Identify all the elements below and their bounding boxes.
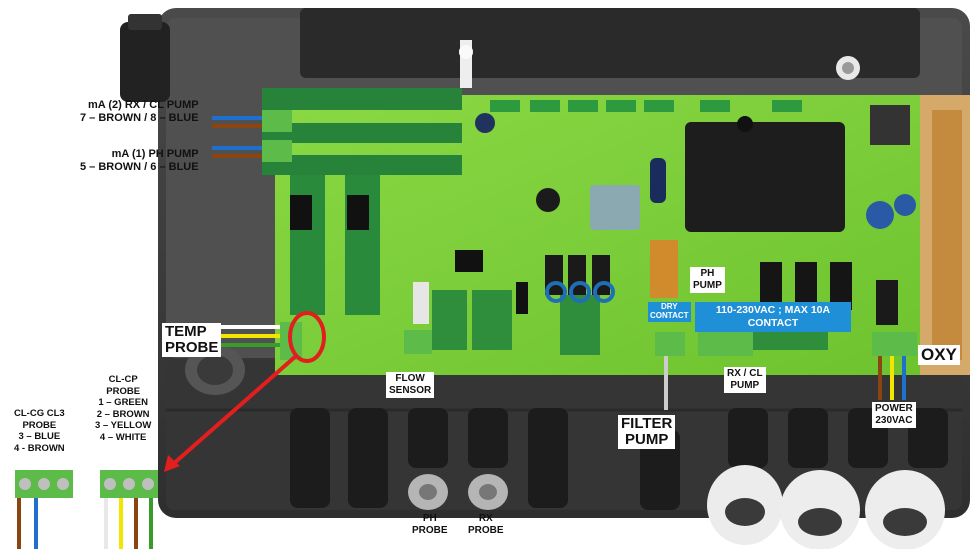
power-label: POWER 230VAC	[872, 402, 916, 429]
wires	[207, 116, 906, 410]
top-cable-gland	[120, 14, 170, 102]
rx-probe-label: RX PROBE	[468, 513, 504, 537]
probe-connectors	[15, 470, 158, 549]
ma2-label: mA (2) RX / CL PUMP 7 – BROWN / 8 – BLUE	[80, 99, 199, 125]
clcp-probe-label: CL-CP PROBE 1 – GREEN 2 – BROWN 3 – YELL…	[95, 374, 152, 443]
top-bracket	[300, 8, 920, 88]
temp-probe-callout	[164, 311, 326, 472]
ph-probe-label: PH PROBE	[412, 513, 448, 537]
ma1-label: mA (1) PH PUMP 5 – BROWN / 6 – BLUE	[80, 148, 199, 174]
flow-sensor-label: FLOW SENSOR	[386, 372, 435, 399]
rx-cl-pump-label: RX / CL PUMP	[724, 367, 766, 394]
temp-probe-label: TEMP PROBE	[162, 323, 222, 357]
dry-contact-label: DRY CONTACT	[648, 302, 691, 322]
oxy-label: OXY	[918, 345, 960, 365]
relay-contact-label: 110-230VAC ; MAX 10A CONTACT	[695, 302, 851, 332]
filter-pump-label: FILTER PUMP	[618, 415, 676, 449]
addon-cards	[262, 88, 462, 315]
ph-pump-label: PH PUMP	[690, 267, 725, 294]
clcg-probe-label: CL-CG CL3 PROBE 3 – BLUE 4 - BROWN	[14, 408, 65, 454]
bottom-cable-glands	[290, 408, 948, 549]
